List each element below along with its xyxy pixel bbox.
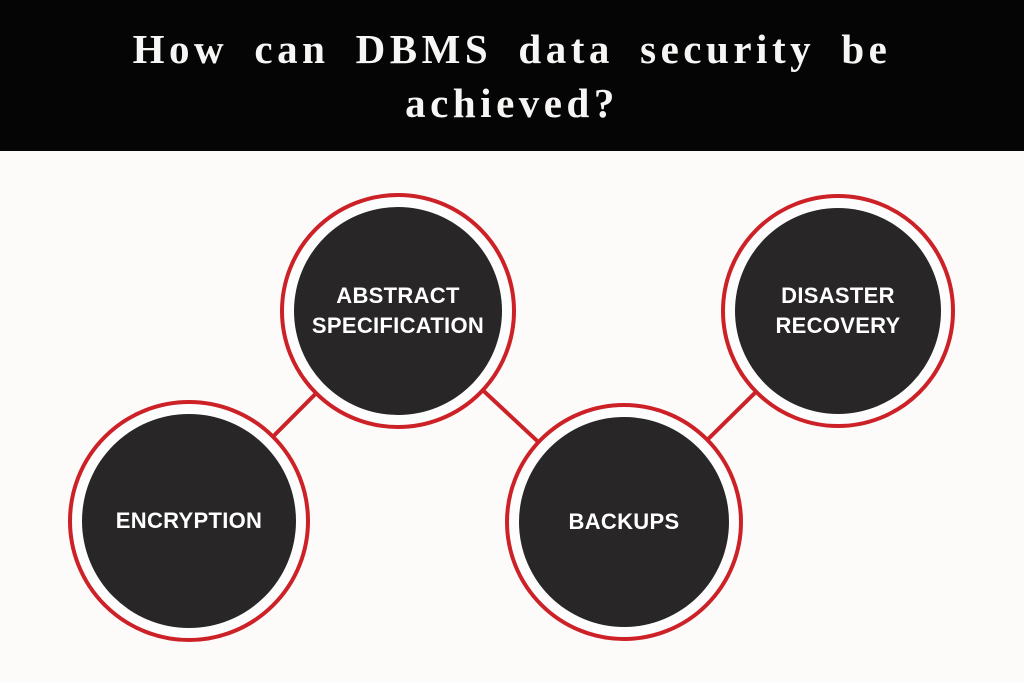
node-backups: BACKUPS (505, 403, 743, 641)
node-abstract-specification-disc: ABSTRACT SPECIFICATION (294, 207, 502, 415)
node-encryption-label: ENCRYPTION (115, 507, 263, 533)
title-bar: How can DBMS data security be achieved? (0, 0, 1024, 151)
node-disaster-recovery-disc: DISASTER RECOVERY (735, 208, 941, 414)
page-title: How can DBMS data security be achieved? (133, 22, 892, 130)
node-backups-label: BACKUPS (568, 508, 680, 534)
node-abstract-specification-label: ABSTRACT SPECIFICATION (311, 282, 485, 338)
page-title-line-1: How can DBMS data security be (132, 25, 892, 72)
node-disaster-recovery: DISASTER RECOVERY (721, 194, 955, 428)
node-backups-disc: BACKUPS (519, 417, 729, 627)
page-title-line-2: achieved? (405, 79, 619, 126)
node-disaster-recovery-label: DISASTER RECOVERY (775, 282, 901, 338)
node-encryption-disc: ENCRYPTION (82, 414, 296, 628)
node-encryption: ENCRYPTION (68, 400, 310, 642)
node-abstract-specification: ABSTRACT SPECIFICATION (280, 193, 516, 429)
